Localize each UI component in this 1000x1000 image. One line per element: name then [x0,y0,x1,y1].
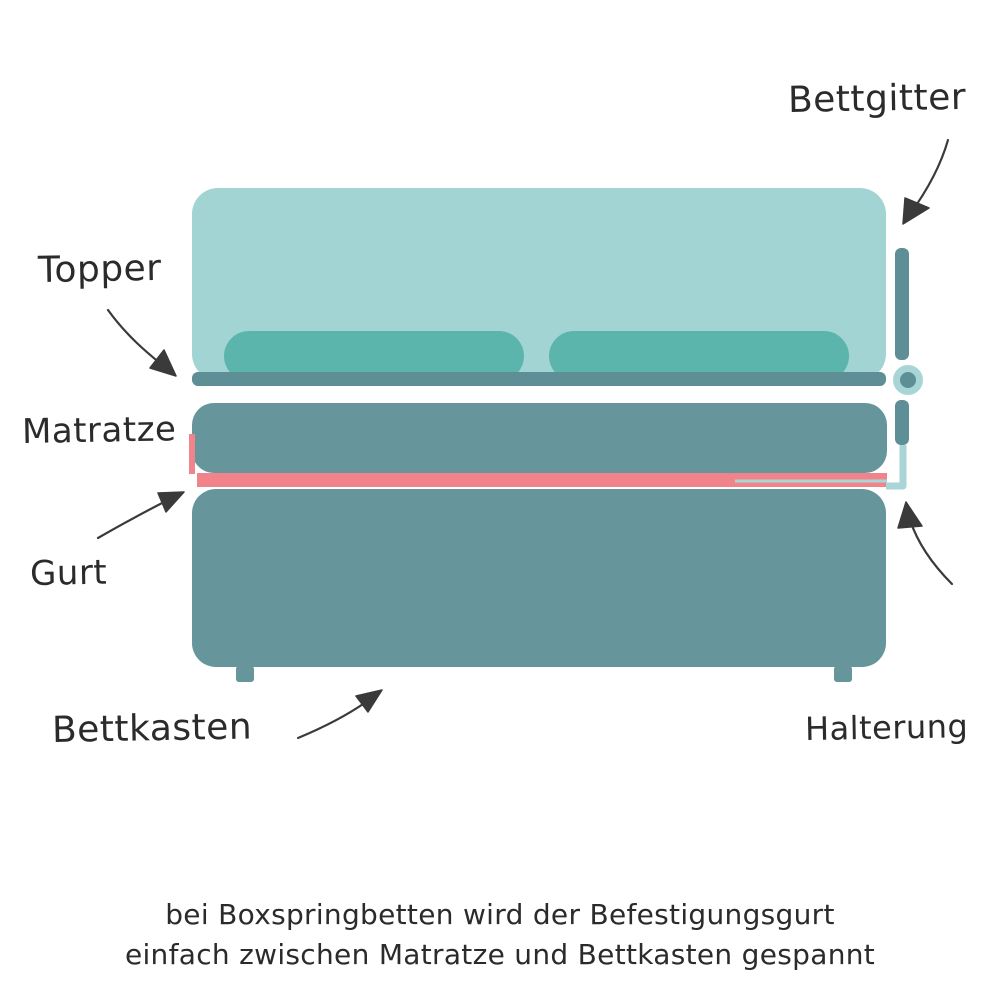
arrow-bettkasten [296,689,383,740]
strap-vertical [189,434,195,474]
label-bettkasten: Bettkasten [51,706,253,751]
mattress [192,403,887,473]
holder-bracket [886,445,907,490]
arrow-halterung [897,501,954,586]
caption-line-2: einfach zwischen Matratze und Bettkasten… [124,938,876,971]
arrow-topper [106,308,177,377]
arrow-gurt [96,491,185,540]
bed-rail-lower [895,400,909,445]
strap [197,473,887,487]
bed-rail-upper [895,248,909,360]
leg-right [834,666,852,682]
leg-left [236,666,254,682]
caption-line-1: bei Boxspringbetten wird der Befestigung… [165,898,835,931]
caption: bei Boxspringbetten wird der Befestigung… [0,895,1000,975]
bed-box [192,489,886,667]
rail-hinge-inner [900,372,916,388]
label-gurt: Gurt [29,552,108,594]
label-matratze: Matratze [21,409,177,452]
pillow-left [224,331,524,381]
label-halterung: Halterung [804,707,969,748]
topper-base-bar [192,372,886,386]
arrow-bettgitter [902,138,950,225]
label-topper: Topper [37,247,162,291]
pillow-right [549,331,849,381]
label-bettgitter: Bettgitter [787,76,967,121]
